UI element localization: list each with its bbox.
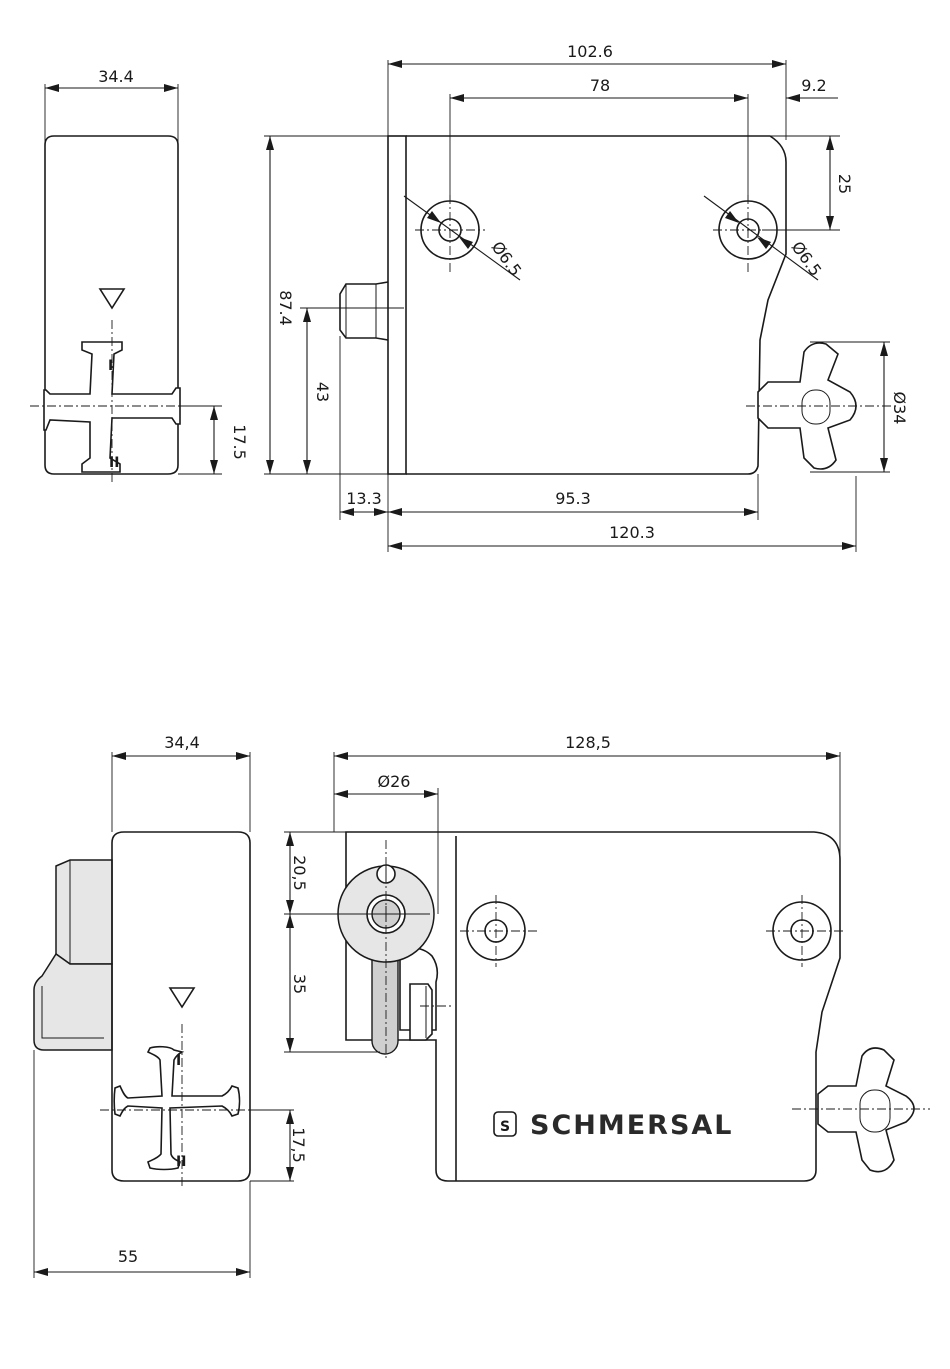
bottom-front-view: S SCHMERSAL 128,5 Ø26 20,5 35 [284, 733, 930, 1181]
dim-pin-height: 43 [313, 382, 332, 402]
dim-hole-spacing: 78 [590, 76, 610, 95]
position-mark-two: II [176, 1154, 186, 1170]
dim-hole-dia-right: Ø6.5 [788, 238, 826, 280]
position-mark-two: II [109, 455, 119, 471]
dim-handle-dia: Ø26 [378, 772, 411, 791]
direction-triangle-icon [100, 289, 124, 308]
dim-handle-length: 35 [290, 974, 309, 994]
dim-height: 87.4 [276, 290, 295, 326]
dim-depth: 55 [118, 1247, 138, 1266]
dim-hole-from-top: 25 [835, 174, 854, 194]
dim-overall-length: 120.3 [609, 523, 655, 542]
position-mark-one: I [176, 1053, 181, 1069]
direction-triangle-icon [170, 988, 194, 1007]
dim-handle-from-top: 20,5 [290, 855, 309, 891]
dim-knob-dia: Ø34 [890, 392, 909, 425]
dim-pin-length: 13.3 [346, 489, 382, 508]
dim-knob-position: 95.3 [555, 489, 591, 508]
brand-name: SCHMERSAL [530, 1110, 734, 1141]
dim-overall-length-bottom: 128,5 [565, 733, 611, 752]
dim-hole-dia-left: Ø6.5 [488, 238, 526, 280]
dim-knob-offset-bottom: 17,5 [289, 1127, 308, 1163]
dim-side-width: 34.4 [98, 67, 134, 86]
logo-glyph: S [500, 1119, 510, 1135]
dim-knob-offset-side: 17.5 [230, 424, 249, 460]
top-front-view: Ø6.5 Ø6.5 102.6 78 9.2 25 87.4 43 [264, 42, 909, 552]
schmersal-logo: S [494, 1112, 516, 1136]
bottom-side-view: 34,4 I II 17,5 55 [34, 733, 308, 1278]
dim-side-width-bottom: 34,4 [164, 733, 200, 752]
dim-hole-edge: 9.2 [801, 76, 826, 95]
dim-body-length: 102.6 [567, 42, 613, 61]
top-side-view: 34.4 I II 17.5 [30, 67, 249, 482]
